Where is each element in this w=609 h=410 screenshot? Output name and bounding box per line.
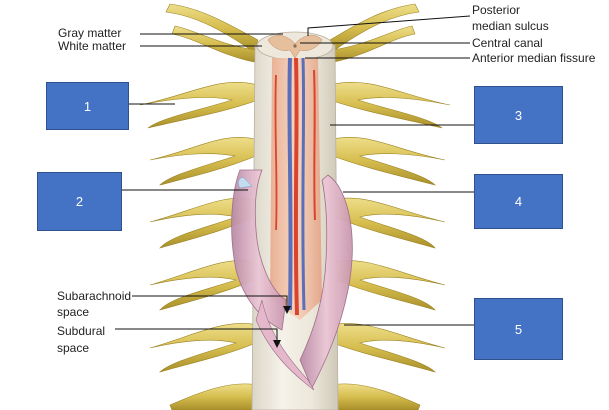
label-gray-matter: Gray matter	[58, 26, 122, 40]
answer-box-2[interactable]: 2	[37, 172, 122, 231]
leader-subarachnoid	[132, 295, 288, 308]
cord-cross-section	[256, 31, 334, 61]
label-subarachnoid-line2: space	[57, 305, 90, 319]
label-anterior-median-fissure: Anterior median fissure	[472, 51, 596, 65]
label-posterior-line1: Posterior	[472, 3, 521, 17]
leader-subdural	[115, 328, 278, 342]
label-subarachnoid-line1: Subarachnoid	[57, 289, 132, 303]
blood-vessels	[274, 57, 316, 316]
label-posterior-line2: median sulcus	[472, 19, 549, 33]
arachnoid-left	[231, 169, 287, 331]
leader-posterior-sulcus	[307, 15, 471, 36]
right-nerves	[329, 3, 451, 410]
label-central-canal: Central canal	[472, 36, 543, 50]
label-subdural-line1: Subdural	[57, 324, 106, 338]
subdural-membrane	[255, 299, 315, 391]
dural-edge	[238, 177, 253, 189]
label-white-matter: White matter	[58, 39, 127, 53]
spinal-nerves	[139, 3, 451, 410]
arrowheads	[273, 306, 291, 348]
answer-box-5[interactable]: 5	[474, 298, 563, 360]
left-nerves	[139, 3, 259, 410]
label-subdural-line2: space	[57, 341, 90, 355]
leader-lines	[115, 15, 474, 342]
answer-box-4[interactable]: 4	[474, 174, 563, 229]
answer-box-1[interactable]: 1	[46, 82, 129, 130]
answer-box-3[interactable]: 3	[474, 86, 563, 144]
